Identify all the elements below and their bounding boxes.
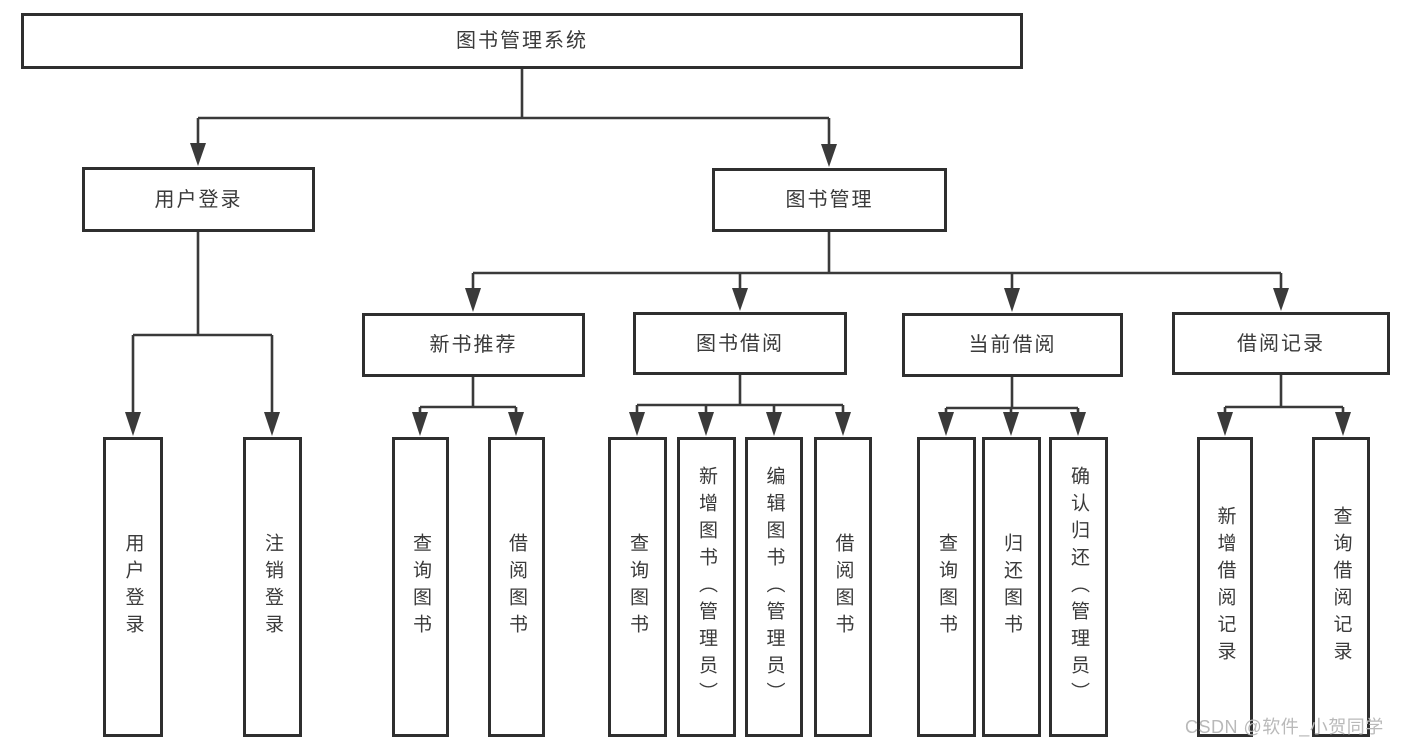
node-root: 图书管理系统 <box>21 13 1023 69</box>
leaf-record-query: 查询借阅记录 <box>1312 437 1370 737</box>
leaf-newbook-borrow: 借阅图书 <box>488 437 545 737</box>
node-borrow-record: 借阅记录 <box>1172 312 1390 375</box>
arrowhead-icon <box>1217 412 1233 436</box>
connector-book-mgmt-children <box>465 232 1289 312</box>
arrowhead-icon <box>465 288 481 312</box>
arrowhead-icon <box>1003 412 1019 436</box>
node-user-login: 用户登录 <box>82 167 315 232</box>
leaf-borrow-query: 查询图书 <box>608 437 667 737</box>
leaf-newbook-query: 查询图书 <box>392 437 449 737</box>
connector-current-borrow-children <box>938 377 1086 436</box>
connector-user-login-children <box>125 232 280 436</box>
connector-new-book-children <box>412 377 524 436</box>
leaf-current-query: 查询图书 <box>917 437 976 737</box>
arrowhead-icon <box>821 144 837 167</box>
arrowhead-icon <box>835 412 851 436</box>
csdn-watermark: CSDN @软件_小贺同学 <box>1185 717 1384 737</box>
leaf-logout: 注销登录 <box>243 437 302 737</box>
leaf-borrow-edit-admin: 编辑图书（管理员） <box>745 437 803 737</box>
arrowhead-icon <box>629 412 645 436</box>
arrowhead-icon <box>1004 288 1020 312</box>
connector-root-to-level2 <box>190 69 837 167</box>
leaf-record-add: 新增借阅记录 <box>1197 437 1253 737</box>
node-book-mgmt: 图书管理 <box>712 168 947 232</box>
node-new-book-rec: 新书推荐 <box>362 313 585 377</box>
connector-borrow-record-children <box>1217 375 1351 436</box>
arrowhead-icon <box>412 412 428 436</box>
leaf-borrow-add-admin: 新增图书（管理员） <box>677 437 736 737</box>
arrowhead-icon <box>1070 412 1086 436</box>
arrowhead-icon <box>264 412 280 436</box>
leaf-user-login: 用户登录 <box>103 437 163 737</box>
node-current-borrow: 当前借阅 <box>902 313 1123 377</box>
leaf-current-confirm-admin: 确认归还（管理员） <box>1049 437 1108 737</box>
arrowhead-icon <box>1335 412 1351 436</box>
arrowhead-icon <box>125 412 141 436</box>
arrowhead-icon <box>938 412 954 436</box>
arrowhead-icon <box>1273 288 1289 311</box>
leaf-current-return: 归还图书 <box>982 437 1041 737</box>
arrowhead-icon <box>766 412 782 436</box>
connector-book-borrow-children <box>629 375 851 436</box>
arrowhead-icon <box>508 412 524 436</box>
arrowhead-icon <box>732 288 748 311</box>
leaf-borrow-borrow: 借阅图书 <box>814 437 872 737</box>
node-book-borrow: 图书借阅 <box>633 312 847 375</box>
arrowhead-icon <box>698 412 714 436</box>
arrowhead-icon <box>190 143 206 166</box>
